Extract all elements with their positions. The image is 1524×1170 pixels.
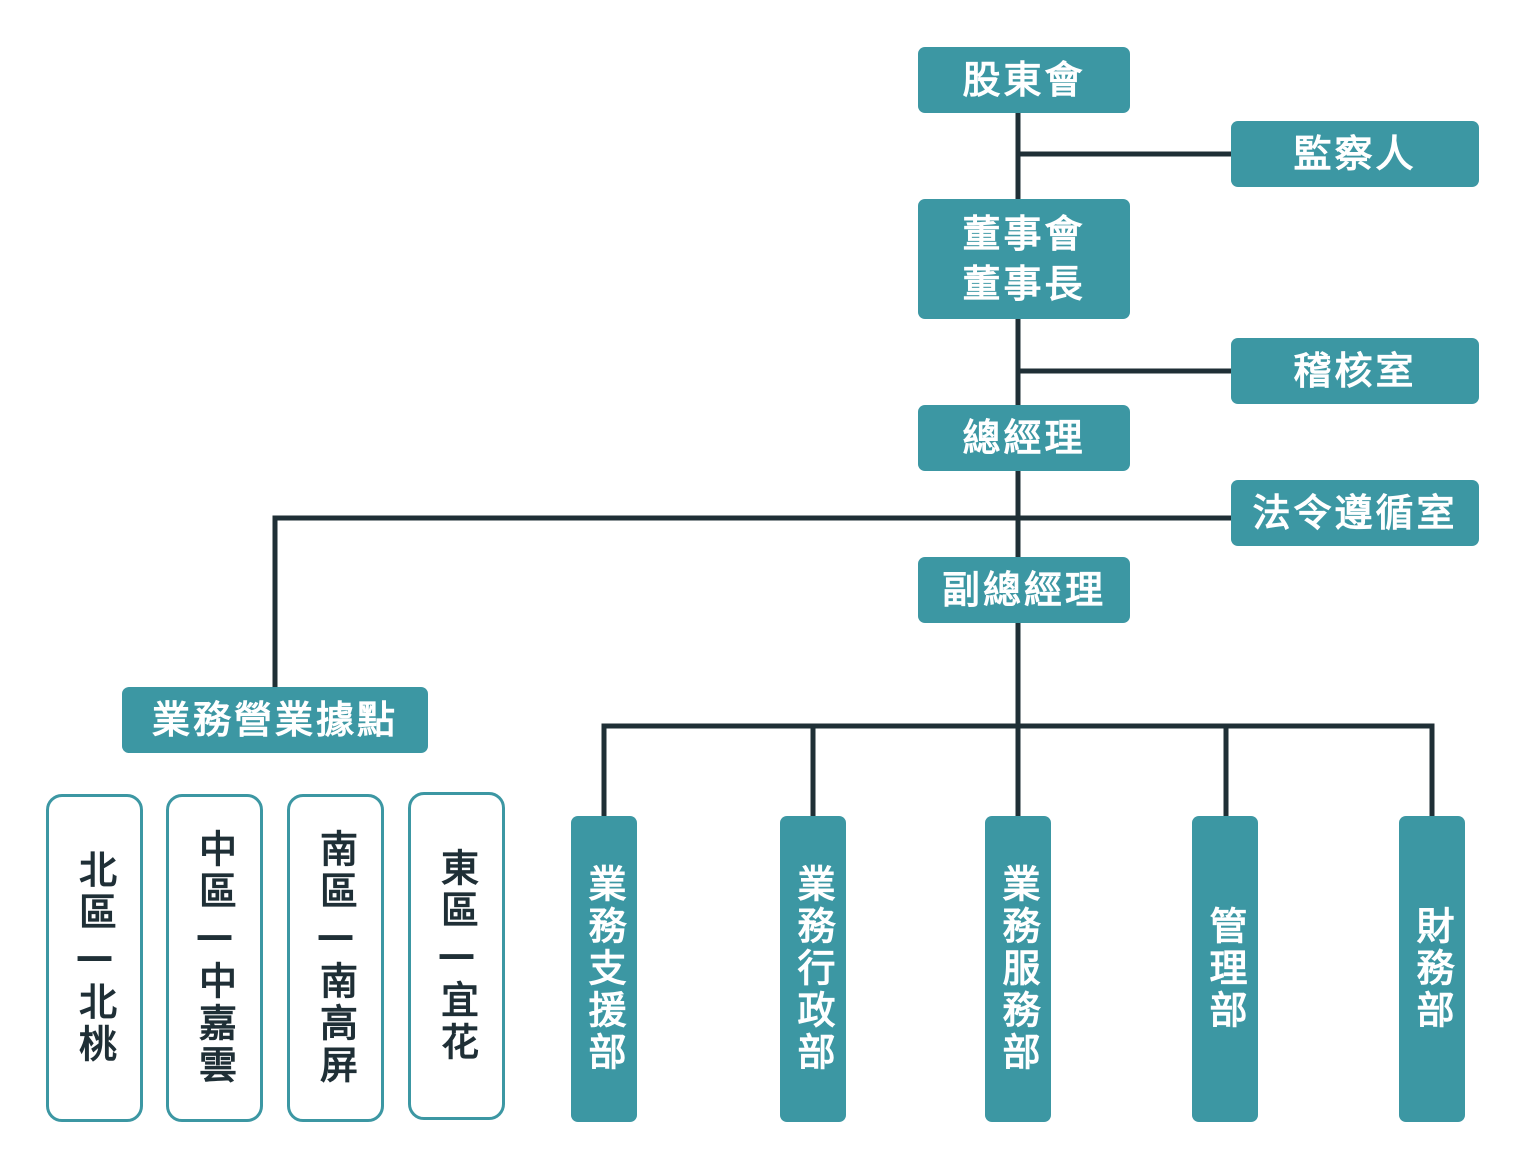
vice-general-manager-label: 副總經理 bbox=[941, 567, 1106, 612]
department-node: 管理部 bbox=[1192, 816, 1258, 1122]
department-node: 財務部 bbox=[1399, 816, 1465, 1122]
region-south-box: 南區—南高屏 bbox=[287, 794, 384, 1122]
compliance-office-label: 法令遵循室 bbox=[1252, 490, 1458, 535]
shareholders-node: 股東會 bbox=[918, 47, 1130, 113]
audit-office-node: 稽核室 bbox=[1231, 338, 1479, 404]
region-label: 東區—宜花 bbox=[434, 848, 479, 1064]
board-node: 董事會 董事長 bbox=[918, 199, 1130, 319]
department-label: 財務部 bbox=[1410, 906, 1454, 1032]
department-label: 業務服務部 bbox=[996, 864, 1040, 1074]
region-label: 北區—北桃 bbox=[72, 850, 117, 1066]
department-node: 業務服務部 bbox=[985, 816, 1051, 1122]
shareholders-label: 股東會 bbox=[962, 57, 1086, 102]
region-label: 南區—南高屏 bbox=[313, 829, 358, 1087]
vice-general-manager-node: 副總經理 bbox=[918, 557, 1130, 623]
general-manager-label: 總經理 bbox=[962, 415, 1086, 460]
sales-points-node: 業務營業據點 bbox=[122, 687, 428, 753]
department-node: 業務支援部 bbox=[571, 816, 637, 1122]
region-label: 中區—中嘉雲 bbox=[192, 829, 237, 1087]
sales-points-label: 業務營業據點 bbox=[151, 697, 398, 742]
general-manager-node: 總經理 bbox=[918, 405, 1130, 471]
compliance-office-node: 法令遵循室 bbox=[1231, 480, 1479, 546]
department-node: 業務行政部 bbox=[780, 816, 846, 1122]
audit-office-label: 稽核室 bbox=[1293, 348, 1417, 393]
board-label: 董事會 bbox=[962, 211, 1086, 256]
department-label: 業務行政部 bbox=[791, 864, 835, 1074]
supervisor-label: 監察人 bbox=[1293, 131, 1417, 176]
chairman-label: 董事長 bbox=[962, 262, 1086, 306]
department-label: 管理部 bbox=[1203, 906, 1247, 1032]
region-central-box: 中區—中嘉雲 bbox=[166, 794, 263, 1122]
supervisor-node: 監察人 bbox=[1231, 121, 1479, 187]
department-label: 業務支援部 bbox=[582, 864, 626, 1074]
region-north-box: 北區—北桃 bbox=[46, 794, 143, 1122]
region-east-box: 東區—宜花 bbox=[408, 792, 505, 1120]
